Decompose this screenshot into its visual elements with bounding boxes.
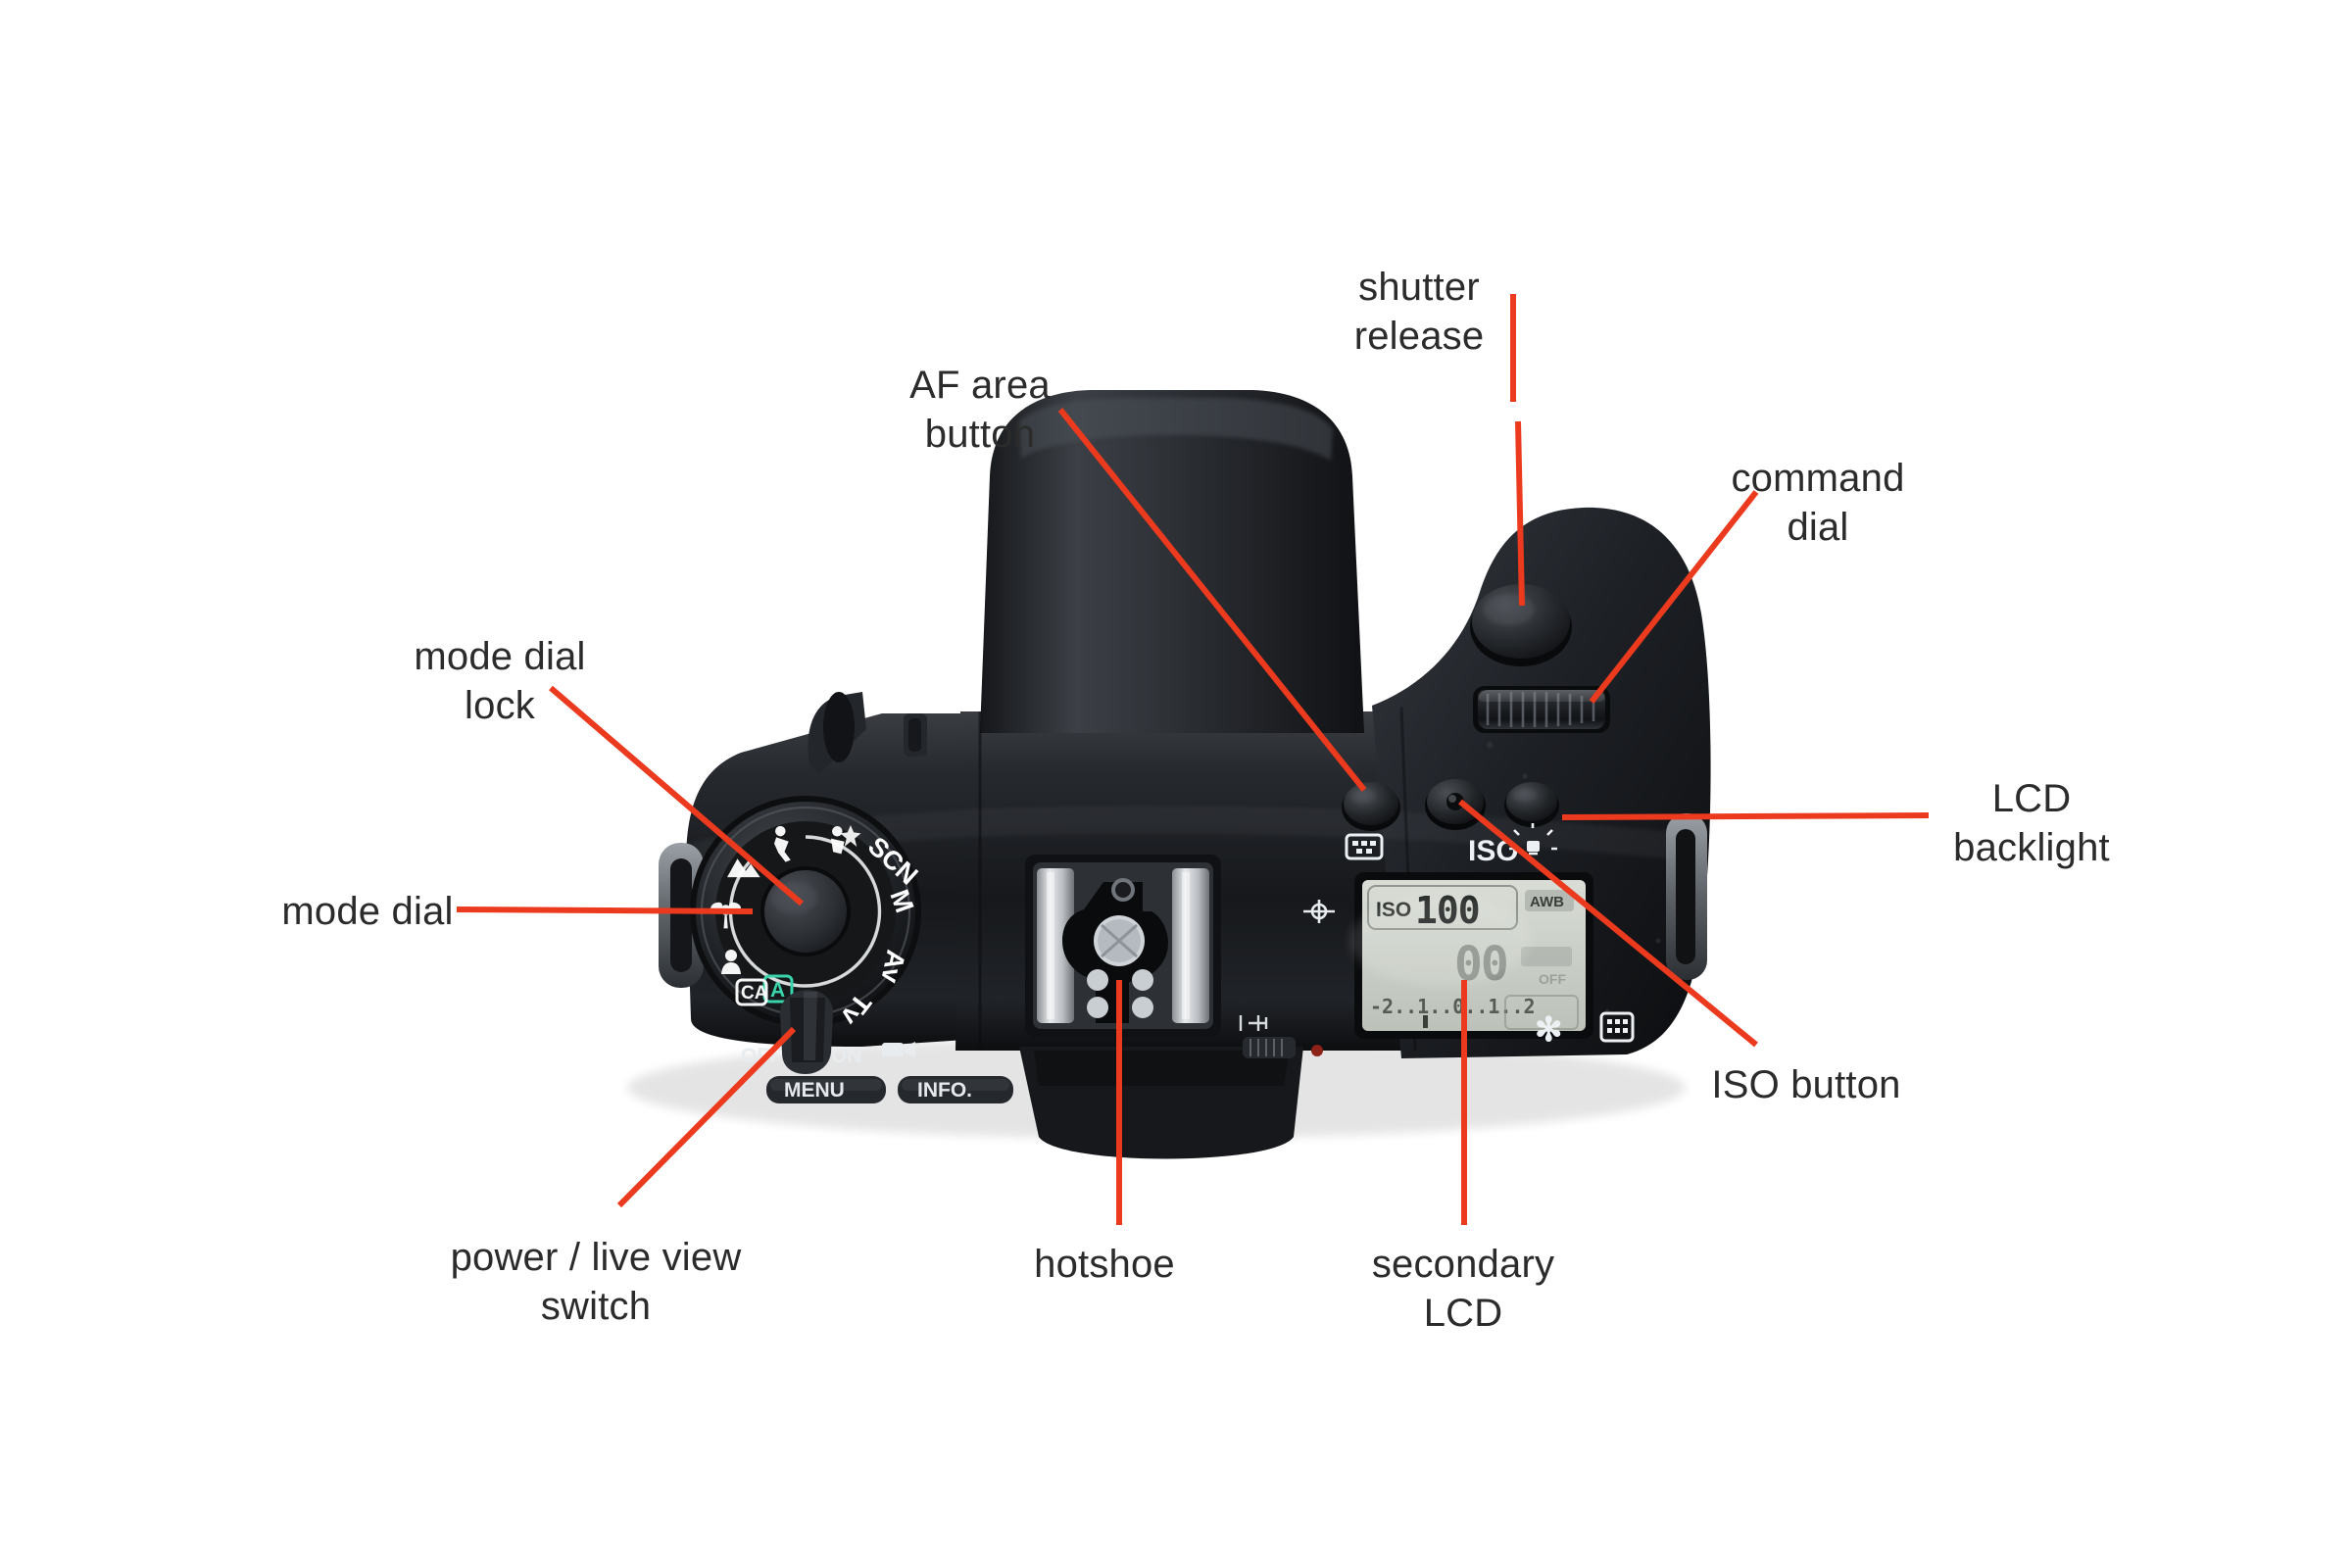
af-area-button[interactable] [1342,782,1400,831]
lcd-exposure-scale: -2..1..0..1..2 [1370,995,1536,1018]
leader-lcd-backlight [1561,812,1930,820]
svg-text:A: A [770,979,785,1002]
label-command-dial: command dial [1731,457,1905,549]
leader-shutter-release-2 [1515,420,1525,607]
strap-lug-right [1666,813,1707,980]
lcd-wb-indicator: AWB [1530,894,1564,910]
leader-power-switch [616,1026,797,1208]
label-af-area-button: AF area button [909,364,1051,456]
command-dial[interactable] [1473,686,1610,733]
leader-iso-button [1458,799,1758,1048]
info-button[interactable]: INFO. [898,1076,1013,1103]
movie-camera-icon [882,1042,915,1057]
label-secondary-lcd: secondary LCD [1371,1243,1555,1335]
menu-button-label: MENU [784,1079,845,1102]
strap-lug-left [659,843,704,988]
mode-portrait-icon [721,950,741,974]
label-iso-button: ISO button [1711,1063,1901,1106]
focal-plane-icon [1303,900,1335,923]
secondary-lcd: ISO 100 AWB 00 OFF -2..1..0..1..2 [1350,872,1593,1039]
remote-terminal [1243,1037,1323,1058]
label-hotshoe: hotshoe [1034,1243,1175,1286]
lcd-beep-indicator: OFF [1539,971,1566,987]
hotshoe[interactable] [1025,855,1221,1037]
mode-sports-icon [774,825,791,862]
mode-landscape-icon [727,858,760,878]
mode-av-label: Av [875,948,910,986]
af-area-grid-icon [1345,833,1384,860]
pop-up-flash-latch [904,713,927,757]
label-mode-dial: mode dial [281,890,454,933]
ae-lock-icon: ✻ [1535,1011,1563,1049]
lamp-icon [1509,823,1557,856]
leader-mode-dial-lock [549,685,804,906]
mode-night-portrait-icon [831,825,861,855]
leader-command-dial [1589,490,1759,704]
label-shutter-release: shutter release [1353,266,1485,358]
label-power-live-view-switch: power / live view switch [450,1236,742,1328]
power-on-label: ON [831,1045,862,1067]
svg-text:CA: CA [741,983,768,1004]
leader-mode-dial [456,906,754,914]
lcd-backlight-button[interactable] [1504,782,1559,827]
power-switch-labels: OFF ON [741,1042,915,1067]
leader-af-area [1057,408,1367,792]
menu-button[interactable]: MENU [766,1076,886,1103]
label-mode-dial-lock: mode dial lock [414,635,586,727]
power-live-view-switch[interactable] [780,990,833,1074]
label-lcd-backlight: LCD backlight [1953,777,2110,869]
mode-creative-auto-icon: CA [735,978,768,1006]
af-point-select-icon [1599,1011,1635,1043]
info-button-label: INFO. [917,1079,972,1102]
diopter-mark-icon [1239,1015,1268,1031]
